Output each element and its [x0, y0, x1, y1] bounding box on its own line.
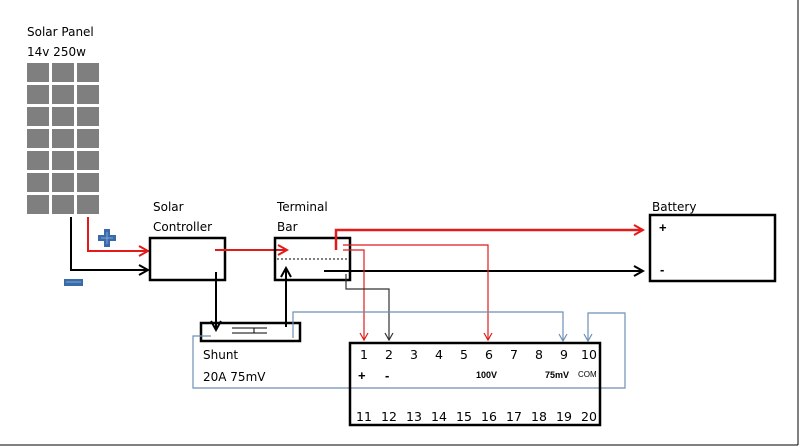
panel-cell: [77, 63, 99, 82]
terminal-pin-16: 16: [481, 409, 497, 424]
plus-icon: [98, 229, 116, 247]
panel-cell: [27, 151, 49, 170]
shunt-box: [199, 321, 302, 343]
terminal-bar-label-line2: Bar: [277, 220, 298, 234]
terminal-pin-10: 10: [581, 347, 597, 362]
panel-cell: [52, 173, 74, 192]
terminal-pin-6: 6: [485, 347, 493, 362]
pin6-label: 100V: [476, 370, 497, 380]
panel-cell: [77, 129, 99, 148]
solar-panel-icon: [27, 63, 99, 214]
terminal-pin-7: 7: [510, 347, 518, 362]
shunt-to-pin10-sense-wire: [192, 312, 626, 389]
terminal-pin-12: 12: [381, 409, 397, 424]
panel-positive-wire: [87, 217, 148, 251]
bar-to-pin2-wire: [345, 274, 394, 342]
panel-cell: [52, 107, 74, 126]
shunt-to-pin9-sense-wire: [292, 311, 568, 343]
solar-controller-box: [148, 236, 227, 282]
terminal-pin-18: 18: [531, 409, 547, 424]
bar-to-pin1-wire: [343, 249, 369, 342]
pin10-label: COM: [578, 370, 597, 379]
panel-cell: [77, 107, 99, 126]
terminal-block-box: [348, 341, 602, 427]
solar-panel-title: Solar Panel: [27, 25, 94, 39]
solar-controller-label-line1: Solar: [153, 200, 184, 214]
terminal-pin-14: 14: [431, 409, 447, 424]
panel-cell: [77, 151, 99, 170]
panel-negative-wire: [70, 217, 148, 270]
pin9-label: 75mV: [545, 370, 569, 380]
panel-cell: [52, 129, 74, 148]
battery-box: [648, 213, 777, 283]
panel-cell: [27, 63, 49, 82]
panel-cell: [52, 195, 74, 214]
panel-cell: [52, 85, 74, 104]
terminal-pin-17: 17: [506, 409, 522, 424]
solar-controller-label-line2: Controller: [153, 220, 212, 234]
terminal-pin-11: 11: [356, 409, 372, 424]
panel-cell: [52, 151, 74, 170]
terminal-pin-15: 15: [456, 409, 472, 424]
panel-cell: [52, 63, 74, 82]
terminal-pin-8: 8: [535, 347, 543, 362]
terminal-pin-13: 13: [406, 409, 422, 424]
panel-cell: [77, 195, 99, 214]
terminal-pin-3: 3: [410, 347, 418, 362]
terminal-bar-label-line1: Terminal: [276, 200, 328, 214]
battery-negative-terminal: -: [660, 262, 664, 277]
panel-cell: [27, 107, 49, 126]
terminal-pin-20: 20: [581, 409, 597, 424]
battery-title: Battery: [652, 200, 696, 214]
panel-cell: [27, 85, 49, 104]
bar-to-pin6-wire: [343, 244, 493, 342]
solar-panel-spec: 14v 250w: [27, 45, 86, 59]
pin1-label: +: [358, 368, 366, 383]
panel-cell: [77, 85, 99, 104]
minus-icon: [64, 279, 83, 286]
terminal-bar-box: [273, 236, 352, 282]
terminal-pin-19: 19: [556, 409, 572, 424]
panel-cell: [77, 173, 99, 192]
pin2-label: -: [385, 368, 389, 383]
terminal-pin-9: 9: [560, 347, 568, 362]
panel-cell: [27, 195, 49, 214]
terminal-pin-4: 4: [435, 347, 443, 362]
panel-cell: [27, 129, 49, 148]
terminal-pin-2: 2: [385, 347, 393, 362]
shunt-title: Shunt: [203, 348, 238, 362]
shunt-spec: 20A 75mV: [203, 370, 266, 384]
panel-cell: [27, 173, 49, 192]
shunt-resistor-symbol: [232, 327, 267, 334]
battery-positive-terminal: +: [659, 220, 667, 235]
terminal-pin-1: 1: [360, 347, 368, 362]
bar-to-battery-positive-wire: [334, 230, 643, 250]
terminal-pin-5: 5: [460, 347, 468, 362]
